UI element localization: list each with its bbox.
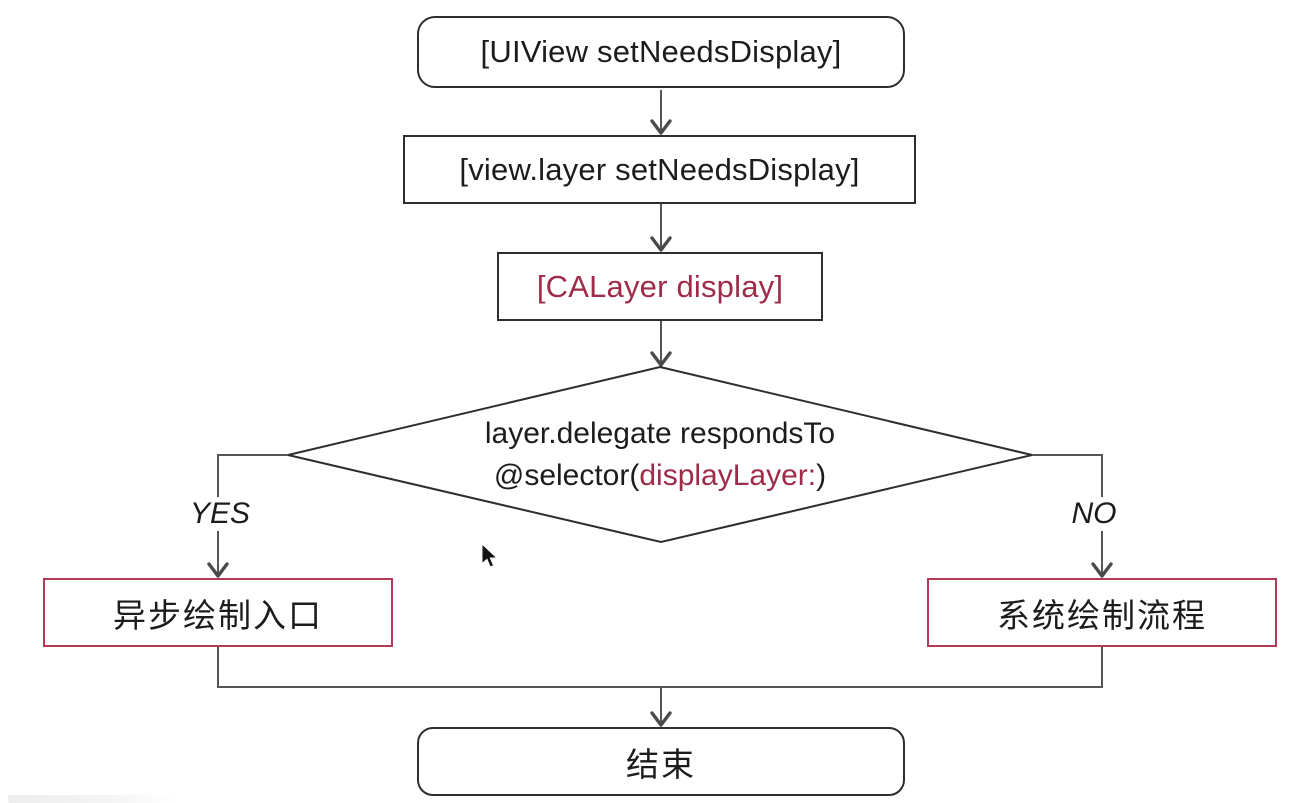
node-calayer-display: [CALayer display] [497,252,823,321]
arrowhead-icon [650,119,672,135]
arrowhead-icon [1091,562,1113,578]
node-uiview-setneedsdisplay: [UIView setNeedsDisplay] [417,16,905,88]
arrowhead-icon [650,351,672,367]
node-async-draw-entry: 异步绘制入口 [43,578,393,647]
arrowhead-icon [207,562,229,578]
arrowhead-icon [650,711,672,727]
decision-label: layer.delegate respondsTo @selector(disp… [385,413,935,497]
arrowhead-icon [650,236,672,252]
watermark-artifact [8,795,178,803]
decision-line2: @selector(displayLayer:) [493,459,827,492]
node-uiview-label: [UIView setNeedsDisplay] [480,34,842,69]
node-viewlayer-label: [view.layer setNeedsDisplay] [459,151,860,187]
node-end: 结束 [417,727,905,796]
node-system-draw-label: 系统绘制流程 [997,596,1207,634]
node-viewlayer-setneedsdisplay: [view.layer setNeedsDisplay] [403,135,916,204]
branch-label-yes: YES [183,497,257,531]
connector-lines [217,90,1103,723]
decision-diamond [287,365,1033,544]
node-async-draw-label: 异步绘制入口 [113,596,323,634]
branch-label-no: NO [1065,497,1123,531]
decision-line1: layer.delegate respondsTo [484,417,836,450]
decision-displaylayer-highlight: displayLayer: [639,459,817,492]
node-end-label: 结束 [626,745,696,783]
node-system-draw-flow: 系统绘制流程 [927,578,1277,647]
mouse-cursor-icon [481,543,499,568]
node-calayer-label: [CALayer display] [536,268,784,304]
